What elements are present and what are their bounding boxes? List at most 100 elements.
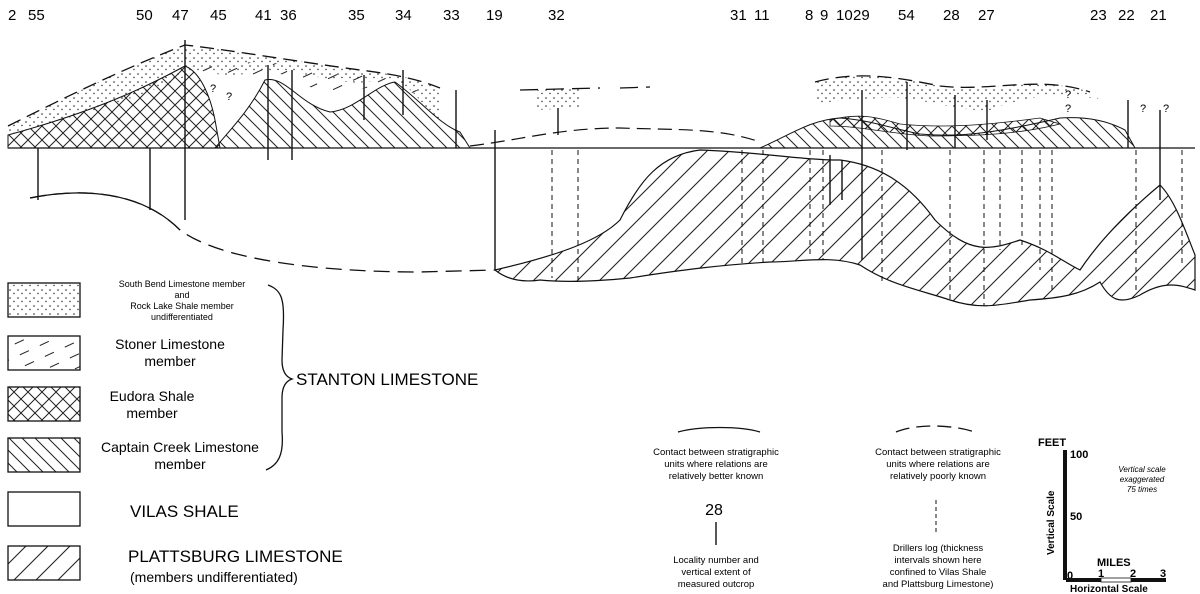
legend-captain-creek-line: member [154, 456, 206, 472]
legend-swatch-plattsburg [7, 545, 81, 581]
note-line: Contact between stratigraphic [653, 447, 779, 458]
legend-swatch-eudora [7, 386, 81, 422]
plattsburg-unit [493, 149, 1196, 307]
contact-dash-32 [519, 86, 651, 91]
contact-poor-sample [895, 425, 976, 433]
captain-creek-unit-west [213, 78, 471, 149]
contact-line-upper-west [7, 44, 441, 127]
loc-label: 11 [754, 7, 770, 24]
horizontal-scale-label: Horizontal Scale [1070, 584, 1148, 594]
legend-south-bend-line: South Bend Limestone member [119, 279, 246, 289]
contact-known-sample [677, 426, 761, 433]
scale-tick-1: 1 [1098, 568, 1104, 580]
locality-columns [37, 40, 1161, 270]
legend-labels: South Bend Limestone member and Rock Lak… [101, 279, 478, 585]
loc-label: 45 [210, 7, 227, 24]
loc-label: 33 [443, 7, 460, 24]
exaggeration-line: 75 times [1127, 485, 1157, 494]
loc-label: 41 [255, 7, 272, 24]
legend-swatch-stoner [7, 335, 81, 371]
loc-label: 36 [280, 7, 297, 24]
legend-vilas-label: VILAS SHALE [130, 502, 239, 521]
loc-label: 54 [898, 7, 915, 24]
legend-stoner-line: member [144, 353, 196, 369]
note-line: Locality number and [673, 555, 759, 566]
loc-label: 29 [853, 7, 870, 24]
scale-tick-100: 100 [1070, 449, 1088, 461]
question-mark: ? [1065, 103, 1071, 115]
drillers-desc-text: Drillers log (thickness intervals shown … [883, 543, 994, 590]
loc-label: 34 [395, 7, 412, 24]
loc-label: 9 [820, 7, 828, 24]
legend-stoner-line: Stoner Limestone [115, 336, 225, 352]
legend-plattsburg-sub: (members undifferentiated) [130, 569, 298, 585]
scale-tick-3: 3 [1160, 568, 1166, 580]
loc-label: 8 [805, 7, 813, 24]
scale-tick-0: 0 [1067, 570, 1073, 582]
miles-label: MILES [1097, 557, 1131, 569]
vertical-scale-bar [1063, 450, 1067, 580]
contact-known-text: Contact between stratigraphic units wher… [653, 447, 779, 482]
loc-label: 31 [730, 7, 747, 24]
note-line: relatively poorly known [890, 471, 986, 482]
legend-eudora-line: member [126, 405, 178, 421]
locality-desc-text: Locality number and vertical extent of m… [673, 555, 759, 590]
note-line: measured outcrop [678, 579, 755, 590]
note-line: and Plattsburg Limestone) [883, 579, 994, 590]
legend-captain-creek-line: Captain Creek Limestone [101, 439, 259, 455]
loc-label: 27 [978, 7, 995, 24]
legend-south-bend-line: Rock Lake Shale member [130, 301, 234, 311]
contact-poor-text: Contact between stratigraphic units wher… [875, 447, 1001, 482]
loc-label: 50 [136, 7, 153, 24]
note-line: Drillers log (thickness [893, 543, 984, 554]
loc-label: 35 [348, 7, 365, 24]
loc-label: 22 [1118, 7, 1135, 24]
plattsburg-top-west [29, 192, 496, 273]
question-mark: ? [226, 91, 232, 103]
stanton-group-label: STANTON LIMESTONE [296, 370, 478, 389]
loc-label: 21 [1150, 7, 1167, 24]
question-mark: ? [1065, 89, 1071, 101]
question-mark: ? [1163, 103, 1169, 115]
exaggeration-line: exaggerated [1120, 475, 1165, 484]
question-mark: ? [1140, 103, 1146, 115]
note-line: confined to Vilas Shale [890, 567, 986, 578]
question-marks: ? ? ? ? ? ? [210, 83, 1169, 115]
captain-creek-unit-east [759, 117, 1136, 149]
loc-label: 47 [172, 7, 189, 24]
note-line: Contact between stratigraphic [875, 447, 1001, 458]
scale-tick-2: 2 [1130, 568, 1136, 580]
note-line: intervals shown here [894, 555, 981, 566]
loc-label: 10 [836, 7, 853, 24]
legend-plattsburg-label: PLATTSBURG LIMESTONE [128, 547, 343, 566]
legend-swatch-captain-creek [7, 437, 81, 473]
legend-south-bend-line: undifferentiated [151, 312, 213, 322]
exaggeration-line: Vertical scale [1118, 465, 1166, 474]
south-bend-patch-32 [535, 88, 580, 110]
note-line: units where relations are [886, 459, 990, 470]
drillers-log-columns [551, 150, 1183, 305]
plattsburg-hatch-west [29, 192, 181, 231]
contact-line-east [814, 75, 1091, 93]
contact-line-mid [469, 127, 761, 147]
stanton-brace [265, 284, 295, 471]
legend-swatch-south-bend [7, 282, 81, 318]
loc-label: 28 [943, 7, 960, 24]
south-bend-unit-west [8, 45, 440, 135]
legend-eudora-line: Eudora Shale [110, 388, 195, 404]
scale-feet-label: FEET [1038, 437, 1066, 449]
loc-label: 55 [28, 7, 45, 24]
vertical-scale-label: Vertical Scale [1046, 490, 1057, 555]
scale-tick-50: 50 [1070, 511, 1082, 523]
note-line: units where relations are [664, 459, 768, 470]
note-line: vertical extent of [681, 567, 751, 578]
note-line: relatively better known [669, 471, 764, 482]
legend-swatch-vilas [7, 491, 81, 527]
locality-example-number: 28 [705, 502, 723, 519]
locality-number-row: 2 55 50 47 45 41 36 35 34 33 19 32 31 11… [8, 7, 1167, 24]
south-bend-unit-east [815, 75, 1100, 111]
loc-label: 2 [8, 7, 16, 24]
question-mark: ? [210, 83, 216, 95]
stoner-unit-west [200, 62, 425, 100]
